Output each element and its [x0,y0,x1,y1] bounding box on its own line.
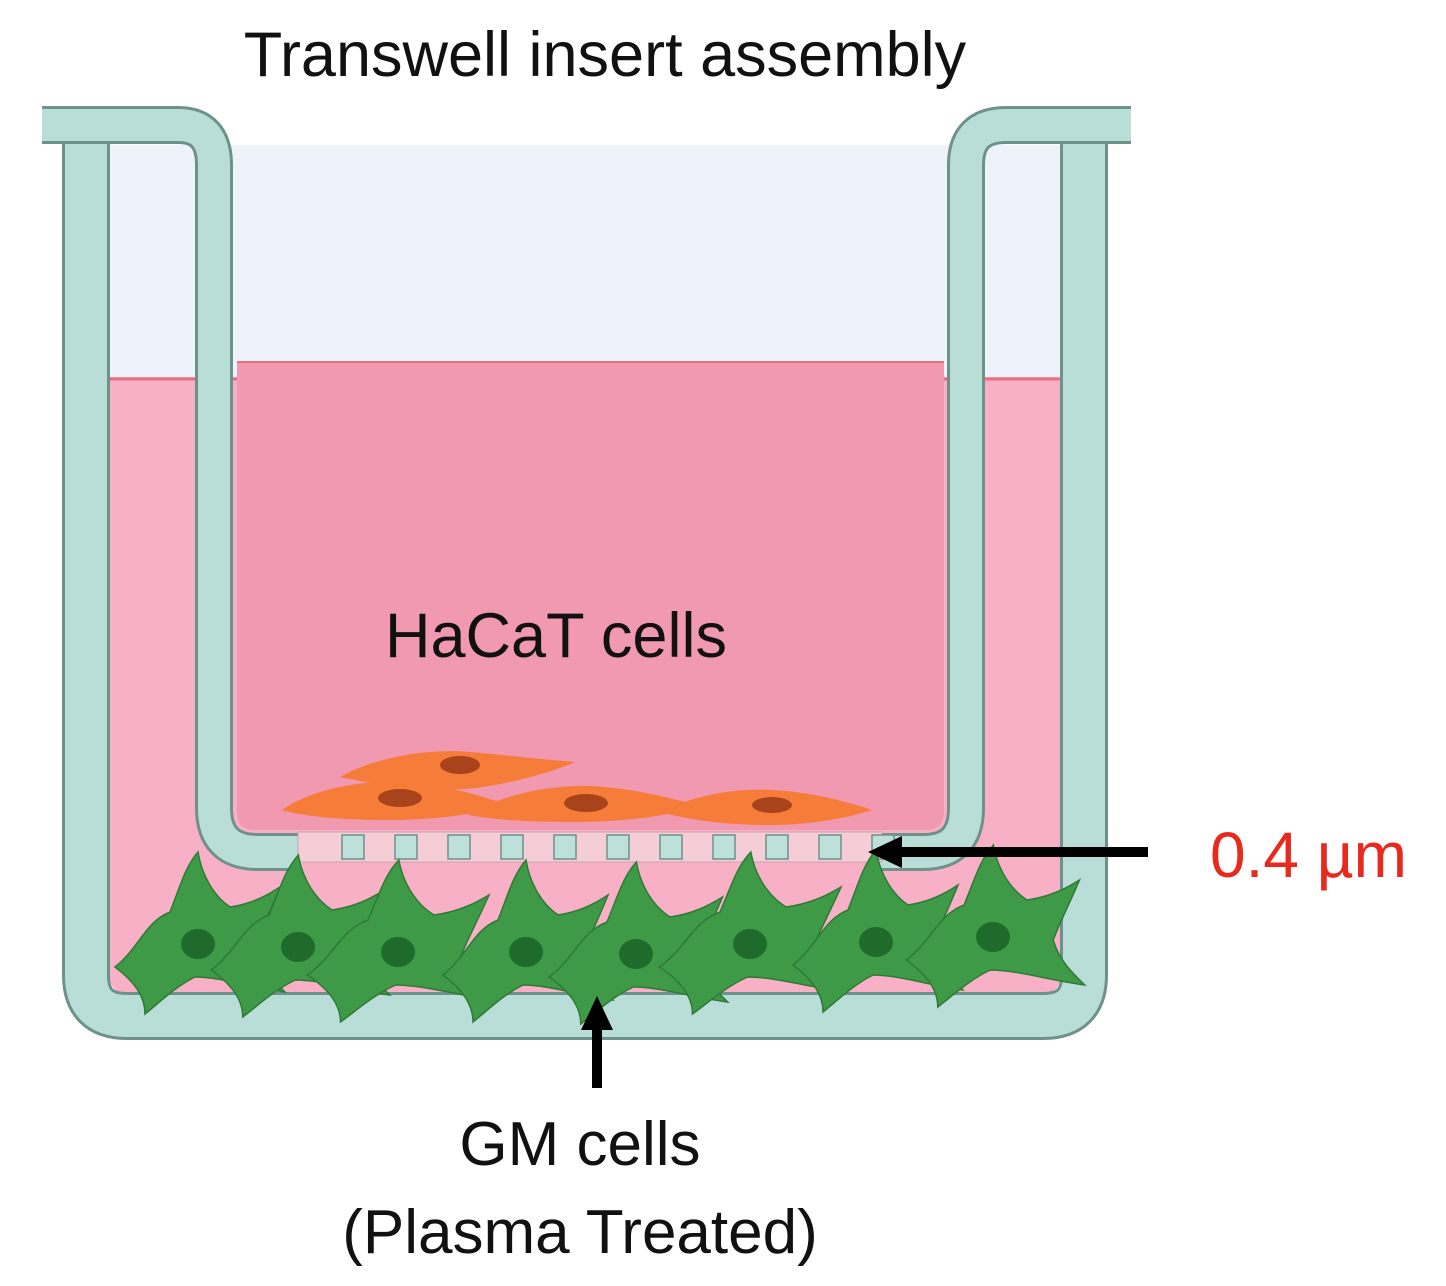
membrane-pore [818,834,842,860]
hacat-cell-layer [282,751,872,825]
hacat-cell [282,781,508,820]
membrane-pore [553,834,577,860]
membrane-pore [712,834,736,860]
pore-size-label: 0.4 µm [1210,819,1407,891]
porous-membrane [297,831,883,863]
gm-cells-label: GM cells [459,1110,701,1179]
membrane-pore [394,834,418,860]
diagram-title: Transwell insert assembly [243,20,967,90]
membrane-pore [341,834,365,860]
gm-cell-layer [113,843,1087,1026]
hacat-cell [468,785,700,822]
membrane-pore [606,834,630,860]
hacat-cells-label: HaCaT cells [385,601,727,671]
membrane-pore [765,834,789,860]
outer-well-headspace [108,145,1062,377]
membrane-pore [500,834,524,860]
gm-cell [306,858,497,1024]
membrane-pores [341,834,895,860]
gm-cell [904,843,1087,1009]
insert-medium [237,362,944,830]
gm-cells-treatment-label: (Plasma Treated) [342,1198,818,1267]
hacat-cell [340,751,575,790]
membrane-pore [447,834,471,860]
gm-cell [658,850,849,1016]
hacat-cell [660,789,872,825]
membrane-pore [659,834,683,860]
